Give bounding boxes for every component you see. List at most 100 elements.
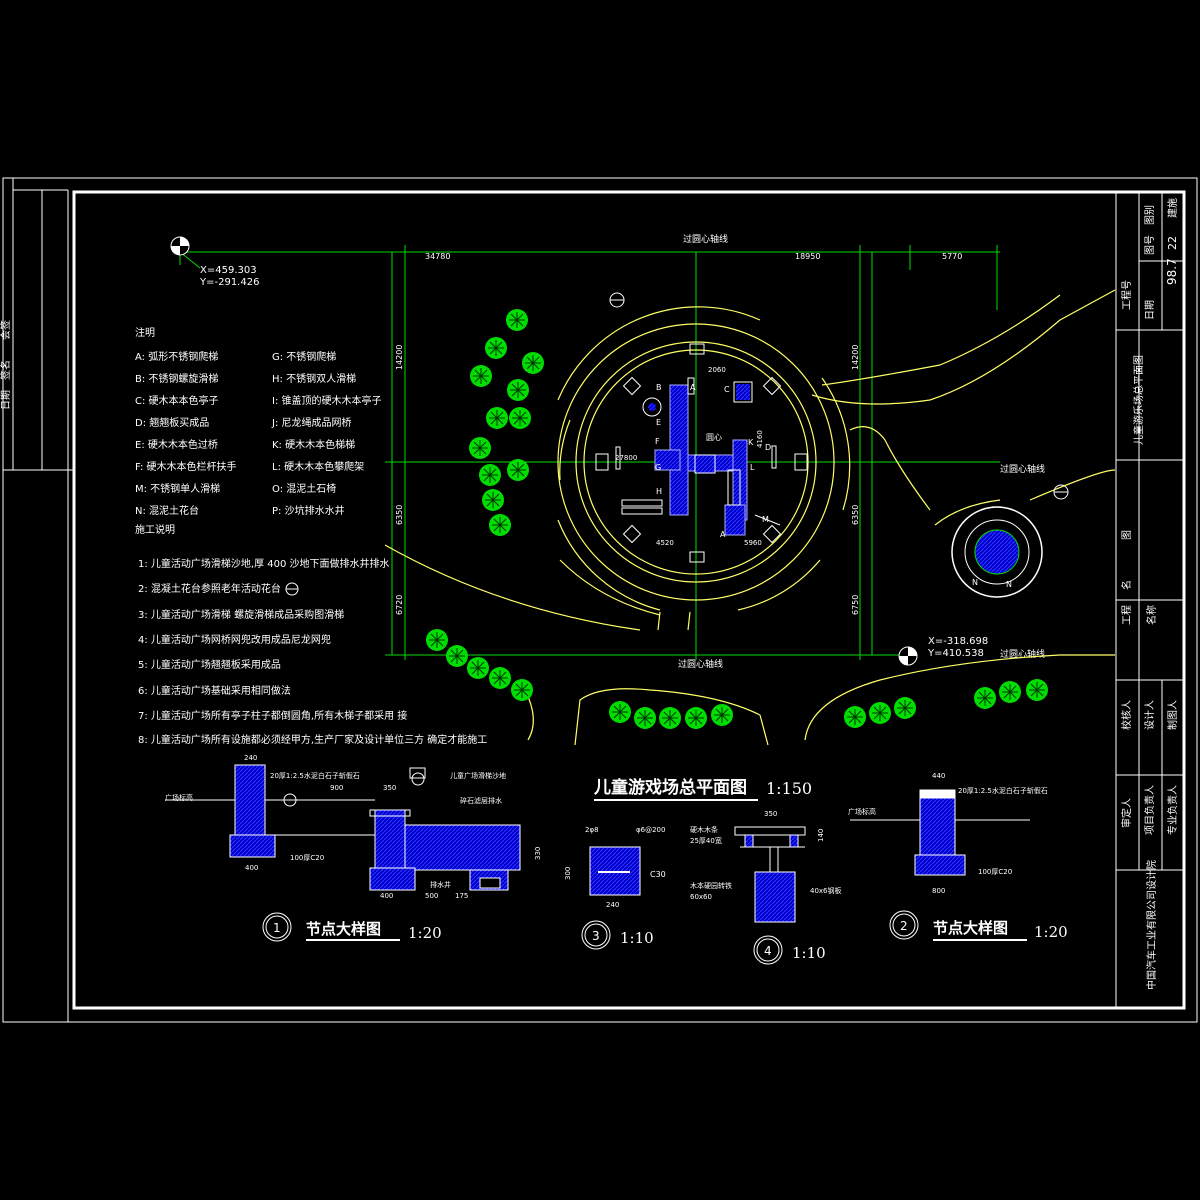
- equip-letter-m: M: [762, 515, 769, 524]
- detail-3: 2φ8 φ6@200 C30 240 300 3 1:10: [564, 826, 666, 950]
- dim-top-0: 34780: [425, 252, 450, 261]
- title-block: [1115, 192, 1184, 1008]
- legend: 注明 A: 弧形不锈钢爬梯 B: 不锈钢螺旋滑梯 C: 硬木本本色亭子 D: 翘…: [135, 326, 382, 517]
- tb-tu: 图: [1121, 530, 1133, 540]
- equip-letter-h: H: [656, 487, 662, 496]
- detail-1: 广场标高 20厚1:2.5水泥白石子斩假石 儿童广场滑梯沙地 碎石滤层排水 10…: [165, 754, 542, 942]
- note-8: 8: 儿童活动广场所有设施都必须经甲方,生产厂家及设计单位三方 确定才能施工: [138, 733, 487, 746]
- notes-heading: 施工说明: [135, 523, 175, 536]
- d3-label-0: 2φ8: [585, 826, 599, 834]
- inner-dim-2: 4520: [656, 539, 674, 547]
- equip-letter-k: K: [748, 438, 754, 447]
- d4-label-4: 40x6钢板: [810, 886, 842, 895]
- construction-notes: 施工说明 1: 儿童活动广场滑梯沙地,厚 400 沙地下面做排水井排水 2: 混…: [135, 523, 487, 746]
- tb-drawing-label: 图别: [1144, 205, 1156, 225]
- inner-dim-3: 5960: [744, 539, 762, 547]
- d3-label-1: φ6@200: [636, 826, 665, 834]
- coord-bottom-x: X=-318.698: [928, 636, 988, 647]
- benches: [595, 343, 808, 563]
- d2-label-1: 20厚1:2.5水泥白石子斩假石: [958, 786, 1048, 795]
- d3-number: 3: [592, 929, 600, 943]
- legend-right-0: G: 不锈钢爬梯: [272, 350, 336, 363]
- plan-paths: [384, 289, 1116, 746]
- equipment-letters: B A C E F G H K L D M A 圆心 2060 4160 452…: [615, 366, 771, 547]
- legend-right-3: J: 尼龙绳成品网桥: [271, 416, 352, 429]
- legend-right-2: I: 锥盖顶的硬木木本亭子: [272, 394, 382, 407]
- d1-dim-3: 400: [245, 864, 258, 872]
- plan-title-scale: 1:150: [766, 779, 812, 798]
- coord-bottom-y: Y=410.538: [927, 648, 984, 659]
- d4-label-1: 25厚40宽: [690, 836, 722, 845]
- tb-role-jiaohe: 校核人: [1120, 700, 1133, 730]
- note-7: 7: 儿童活动广场所有亭子柱子都倒圆角,所有木梯子都采用 接: [138, 709, 407, 722]
- dim-left-0: 14200: [395, 345, 404, 370]
- d1-label-5: 排水井: [430, 880, 451, 889]
- tb-role-sheji: 设计人: [1143, 700, 1156, 730]
- axis-label-bottom: 过圆心轴线: [678, 658, 723, 670]
- legend-left-3: D: 翘翘板买成品: [135, 416, 209, 429]
- equip-letter-c: C: [724, 385, 730, 394]
- equip-letter-d: D: [765, 443, 771, 452]
- d1-scale: 1:20: [408, 924, 442, 942]
- legend-right-7: P: 沙坑排水水井: [272, 504, 345, 517]
- dim-top-2: 5770: [942, 252, 962, 261]
- equip-letter-e: E: [656, 418, 661, 427]
- dim-right-0: 14200: [851, 345, 860, 370]
- d2-scale: 1:20: [1034, 923, 1068, 941]
- axis-label-right-upper: 过圆心轴线: [1000, 463, 1045, 475]
- d1-label-0: 广场标高: [165, 793, 193, 802]
- d4-number: 4: [764, 944, 772, 958]
- d1-dim-0: 240: [244, 754, 257, 762]
- d4-dim-1: 140: [817, 829, 825, 842]
- tb-date-value: 98.7: [1165, 258, 1179, 285]
- d3-scale: 1:10: [620, 929, 654, 947]
- detail-4: 350 硬木木条 25厚40宽 木本硬园转铁 60x60 40x6钢板 140 …: [690, 810, 842, 965]
- tb-ming: 名: [1120, 580, 1133, 590]
- tb-design-no-label: 工程号: [1121, 280, 1133, 310]
- equip-letter-f: F: [655, 437, 660, 446]
- tb-mingcheng: 名称: [1145, 605, 1158, 625]
- legend-left-2: C: 硬木本本色亭子: [135, 394, 219, 407]
- tb-role-zhuanye: 专业负责人: [1166, 785, 1179, 835]
- equip-letter-a: A: [690, 383, 696, 392]
- legend-right-6: O: 混泥土石椅: [272, 482, 336, 495]
- tb-sheet-value: 22: [1166, 236, 1179, 250]
- d4-label-0: 硬木木条: [690, 825, 718, 834]
- d3-dim-1: 300: [564, 867, 572, 880]
- d1-dim-5: 500: [425, 892, 438, 900]
- equip-letter-b: B: [656, 383, 662, 392]
- dim-left-2: 6720: [395, 595, 404, 615]
- plan-dimension-lines: [179, 245, 1000, 660]
- dim-left-1: 6350: [395, 505, 404, 525]
- legend-left-4: E: 硬木木本色过桥: [135, 438, 218, 451]
- d1-label-3: 碎石滤层排水: [460, 796, 502, 805]
- legend-left-1: B: 不锈钢螺旋滑梯: [135, 372, 218, 385]
- d1-label-1: 20厚1:2.5水泥白石子斩假石: [270, 771, 360, 780]
- d4-scale: 1:10: [792, 944, 826, 962]
- inner-dim-0: 2060: [708, 366, 726, 374]
- note-2: 2: 混凝土花台参照老年活动花台: [138, 582, 281, 595]
- d3-dim-0: 240: [606, 901, 619, 909]
- d1-dim-1: 900: [330, 784, 343, 792]
- play-equipment: [615, 377, 781, 536]
- strip-label-qianming: 签名: [0, 360, 12, 380]
- coord-top-x: X=459.303: [200, 265, 257, 276]
- tb-drawing-name: 儿童游乐场总平面图: [1132, 355, 1145, 445]
- legend-left-7: N: 混泥土花台: [135, 504, 199, 517]
- circular-plaza: [557, 306, 851, 631]
- d2-dim-0: 440: [932, 772, 945, 780]
- tb-role-shending: 审定人: [1120, 798, 1133, 828]
- note-5: 5: 儿童活动广场翘翘板采用成品: [138, 658, 281, 671]
- axis-label-right-lower: 过圆心轴线: [1000, 648, 1045, 660]
- d1-dim-7: 330: [534, 847, 542, 860]
- d1-dim-2: 350: [383, 784, 396, 792]
- d2-title: 节点大样图: [933, 919, 1008, 937]
- d1-dim-6: 175: [455, 892, 468, 900]
- legend-left-6: M: 不锈钢单人滑梯: [135, 482, 220, 495]
- d2-label-2: 100厚C20: [978, 868, 1012, 876]
- note-6: 6: 儿童活动广场基础采用相同做法: [138, 684, 291, 697]
- legend-right-1: H: 不锈钢双人滑梯: [272, 372, 356, 385]
- dim-right-1: 6350: [851, 505, 860, 525]
- legend-right-5: L: 硬木木本色攀爬架: [272, 460, 364, 473]
- d4-label-2: 木本硬园转铁: [690, 881, 732, 890]
